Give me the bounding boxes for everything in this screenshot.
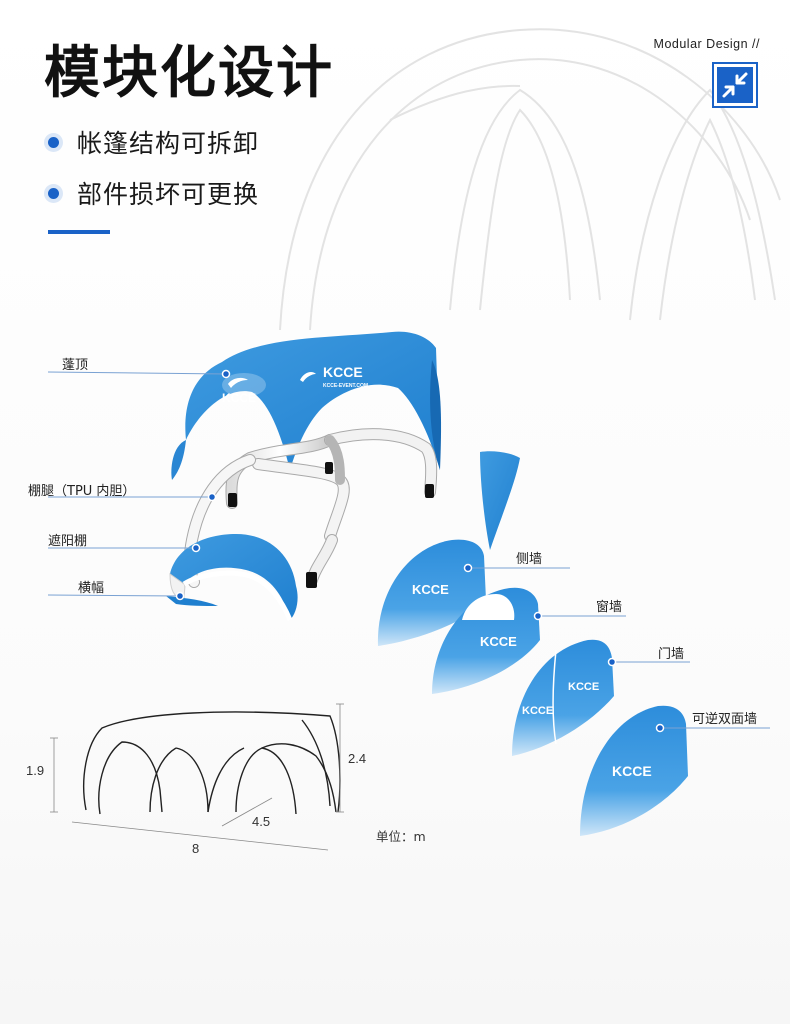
svg-text:KCCE: KCCE	[480, 634, 517, 649]
svg-text:KCCE-EVENT.COM: KCCE-EVENT.COM	[323, 383, 368, 389]
part-label-canopy-roof: 蓬顶	[62, 358, 89, 373]
dimension-depth: 4.5	[252, 814, 271, 829]
feature-item: 帐篷结构可拆卸	[48, 124, 259, 160]
page-title: 模块化设计	[44, 41, 334, 106]
part-label-door-wall: 门墙	[658, 647, 685, 662]
reversible-wall: KCCE	[580, 705, 688, 836]
bullet-dot-icon	[48, 187, 59, 199]
dimension-center-height: 2.4	[348, 751, 367, 766]
accent-divider	[48, 230, 110, 234]
svg-text:KCCE: KCCE	[522, 705, 553, 717]
window-wall: KCCE	[432, 587, 540, 694]
svg-text:KCCE: KCCE	[222, 391, 256, 405]
part-label-banner: 横幅	[78, 581, 105, 596]
feature-item: 部件损坏可更换	[48, 175, 259, 211]
background-tent-outline	[279, 28, 781, 331]
page-subtitle: Modular Design //	[653, 37, 760, 51]
svg-text:KCCE: KCCE	[612, 763, 652, 779]
part-label-window-wall: 窗墙	[596, 600, 623, 615]
part-label-sun-awning: 遮阳棚	[48, 534, 88, 549]
svg-text:KCCE: KCCE	[323, 364, 363, 380]
part-label-reversible-wall: 可逆双面墙	[692, 712, 758, 727]
part-label-tent-legs: 棚腿（TPU 内胆）	[28, 484, 136, 499]
bullet-dot-icon	[48, 136, 59, 148]
feature-text: 部件损坏可更换	[77, 180, 260, 209]
unit-label: 单位：m	[376, 829, 426, 844]
part-label-side-wall: 侧墙	[516, 552, 543, 567]
side-wall-panel	[480, 451, 520, 550]
banner	[166, 596, 218, 606]
dimension-width: 8	[192, 841, 200, 856]
compress-arrows-icon	[712, 62, 758, 108]
dimension-side-height: 1.9	[26, 763, 45, 778]
dimension-drawing	[83, 711, 341, 815]
sun-awning	[169, 534, 298, 621]
svg-text:KCCE: KCCE	[412, 582, 449, 597]
canopy-roof	[171, 331, 442, 480]
svg-text:KCCE: KCCE	[568, 681, 599, 693]
feature-text: 帐篷结构可拆卸	[77, 129, 260, 158]
door-wall: KCCE KCCE	[512, 639, 614, 756]
